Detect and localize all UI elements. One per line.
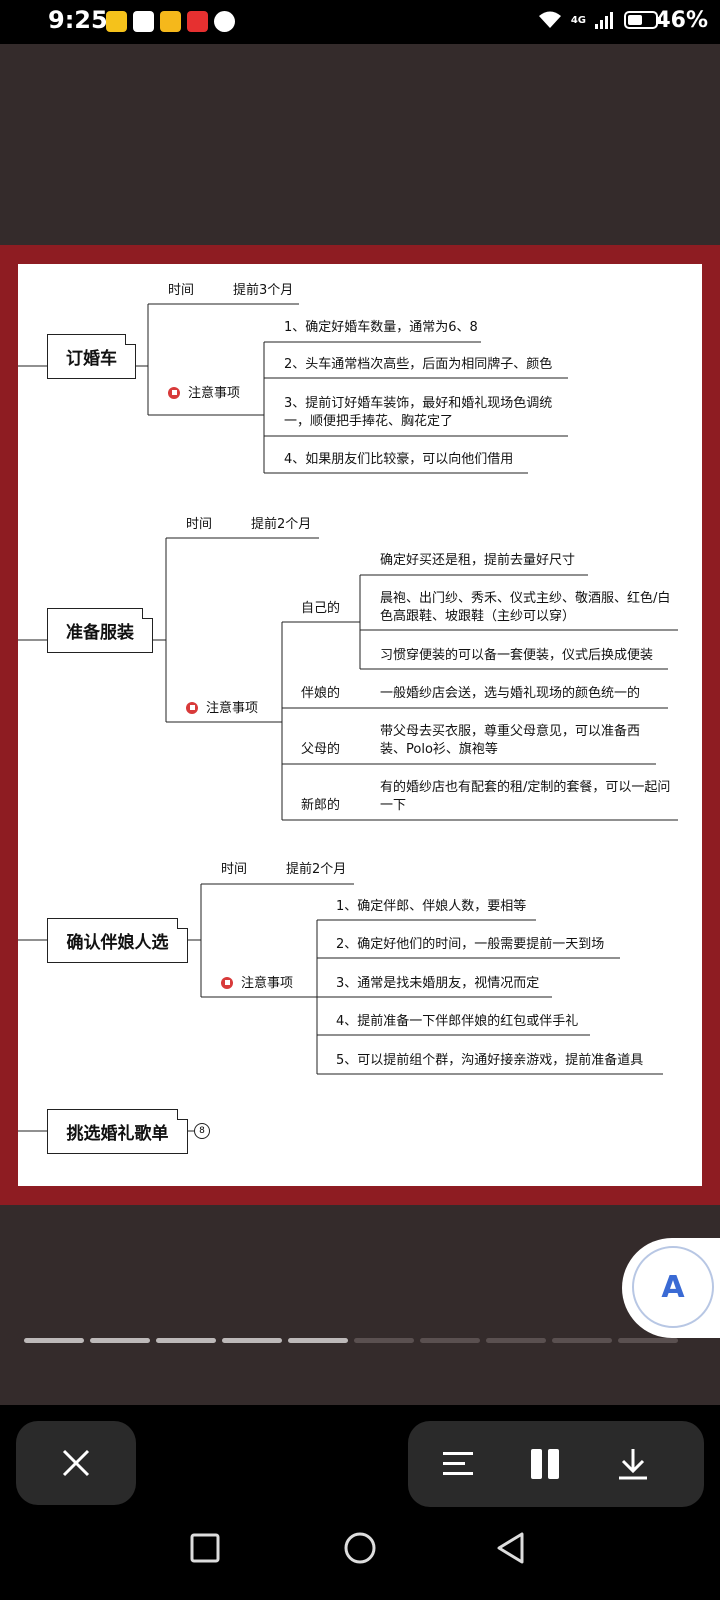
bottom-bar: [0, 1405, 720, 1600]
notes-label: 注意事项: [168, 385, 240, 403]
app-icon-3: [160, 11, 181, 32]
topic-prepare-clothing[interactable]: 准备服装: [47, 608, 153, 653]
flag-icon: [168, 386, 180, 399]
note-item: 4、如果朋友们比较豪，可以向他们借用: [284, 452, 514, 467]
network-type: 4G: [570, 14, 586, 26]
note-item: 2、头车通常档次高些，后面为相同牌子、颜色: [284, 357, 553, 372]
page-indicator: [24, 1338, 678, 1343]
group-item: 习惯穿便装的可以备一套便装，仪式后换成便装: [380, 648, 654, 663]
time-label: 时间: [168, 283, 195, 298]
page-segment: [288, 1338, 348, 1343]
note-item: 3、通常是找未婚朋友，视情况而定: [336, 976, 540, 991]
notes-label: 注意事项: [186, 700, 258, 718]
note-item: 1、确定好婚车数量，通常为6、8: [284, 320, 478, 335]
page-segment: [222, 1338, 282, 1343]
note-item: 3、提前订好婚车装饰，最好和婚礼现场色调统一，顺便把手捧花、胸花定了: [284, 396, 553, 429]
pause-button[interactable]: [520, 1439, 570, 1489]
signal-icon: [595, 12, 613, 29]
topic-title: 订婚车: [66, 349, 117, 369]
note-item: 4、提前准备一下伴郎伴娘的红包或伴手礼: [336, 1014, 579, 1029]
text-scan-icon: A: [632, 1246, 714, 1328]
page-segment: [486, 1338, 546, 1343]
square-icon: [190, 1533, 220, 1563]
page-segment: [552, 1338, 612, 1343]
group-label-groom: 新郎的: [301, 798, 341, 813]
close-button[interactable]: [16, 1421, 136, 1505]
group-label-parents: 父母的: [301, 742, 341, 757]
flag-icon: [186, 701, 198, 714]
menu-button[interactable]: [433, 1439, 483, 1489]
download-button[interactable]: [608, 1439, 658, 1489]
group-label-self: 自己的: [301, 601, 341, 616]
group-item: 有的婚纱店也有配套的租/定制的套餐，可以一起问一下: [380, 780, 671, 813]
topic-title: 准备服装: [66, 623, 134, 643]
group-item: 确定好买还是租，提前去量好尺寸: [380, 553, 576, 568]
page-segment: [156, 1338, 216, 1343]
time-value: 提前3个月: [233, 283, 294, 298]
battery-percent: 46%: [655, 8, 708, 33]
topic-order-wedding-car[interactable]: 订婚车: [47, 334, 136, 379]
collapsed-count-badge[interactable]: 8: [194, 1123, 210, 1139]
note-item: 1、确定伴郎、伴娘人数，要相等: [336, 899, 527, 914]
app-icon-4: [187, 11, 208, 32]
back-button[interactable]: [486, 1523, 536, 1573]
group-item: 带父母去买衣服，尊重父母意见，可以准备西装、Polo衫、旗袍等: [380, 724, 641, 757]
group-label-bridesmaid: 伴娘的: [301, 686, 341, 701]
group-item: 晨袍、出门纱、秀禾、仪式主纱、敬酒服、红色/白色高跟鞋、坡跟鞋（主纱可以穿）: [380, 591, 671, 624]
download-icon: [619, 1449, 647, 1480]
player-toolbar: [408, 1421, 704, 1507]
flag-icon: [221, 976, 233, 989]
battery-icon: [624, 11, 661, 29]
note-item: 5、可以提前组个群，沟通好接亲游戏，提前准备道具: [336, 1053, 644, 1068]
pause-icon: [531, 1449, 559, 1479]
home-button[interactable]: [335, 1523, 385, 1573]
menu-icon: [443, 1452, 473, 1475]
circle-icon: [344, 1532, 376, 1564]
globe-icon: [214, 11, 235, 32]
mindmap-image[interactable]: 订婚车 时间 提前3个月 注意事项 1、确定好婚车数量，通常为6、8 2、头车通…: [18, 264, 702, 1186]
recents-button[interactable]: [180, 1523, 230, 1573]
notes-label: 注意事项: [221, 975, 293, 993]
status-time: 9:25: [48, 6, 108, 34]
close-icon: [62, 1449, 90, 1477]
group-item: 一般婚纱店会送，选与婚礼现场的颜色统一的: [380, 686, 641, 701]
time-value: 提前2个月: [286, 862, 347, 877]
gift-icon: [133, 11, 154, 32]
note-item: 2、确定好他们的时间，一般需要提前一天到场: [336, 937, 605, 952]
wifi-icon: [538, 11, 561, 28]
page-segment: [354, 1338, 414, 1343]
back-triangle-icon: [497, 1532, 524, 1564]
topic-confirm-bridesmaids[interactable]: 确认伴娘人选: [47, 918, 188, 963]
topic-title: 确认伴娘人选: [66, 933, 169, 953]
notification-icons: [106, 11, 235, 32]
page-segment: [24, 1338, 84, 1343]
topic-title: 挑选婚礼歌单: [66, 1124, 169, 1144]
status-bar: 9:25 4G 46%: [0, 0, 720, 44]
app-icon-1: [106, 11, 127, 32]
page-segment: [420, 1338, 480, 1343]
mindmap-connectors: [18, 303, 678, 1132]
topic-choose-playlist[interactable]: 挑选婚礼歌单: [47, 1109, 188, 1154]
time-label: 时间: [221, 862, 248, 877]
text-recognition-button[interactable]: A: [622, 1238, 720, 1338]
time-value: 提前2个月: [251, 517, 312, 532]
page-segment: [618, 1338, 678, 1343]
page-segment: [90, 1338, 150, 1343]
time-label: 时间: [186, 517, 213, 532]
